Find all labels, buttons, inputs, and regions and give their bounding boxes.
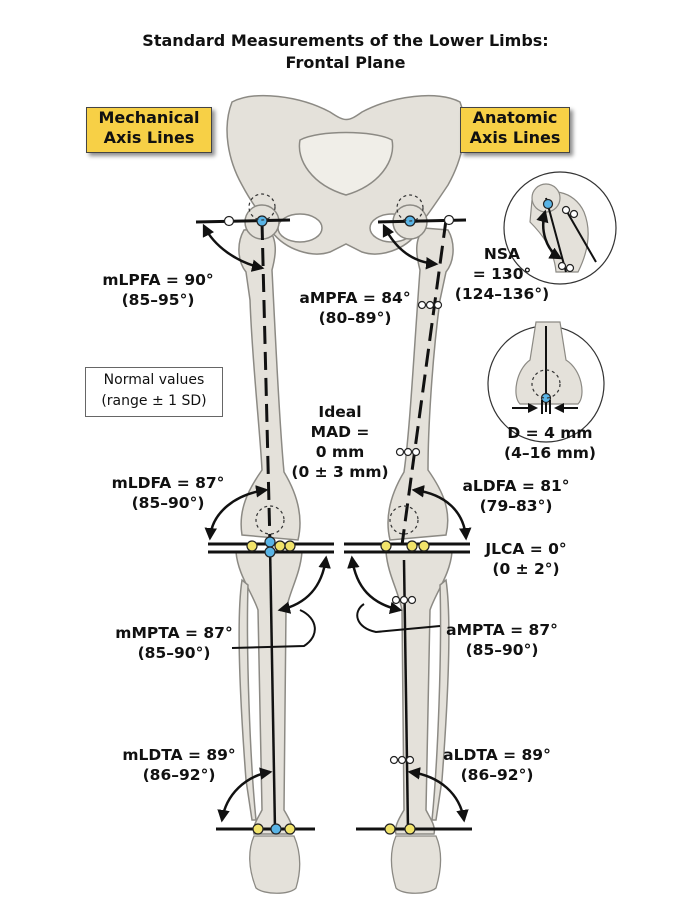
label-mmpta: mMPTA = 87° (85–90°) xyxy=(115,624,233,662)
mechanical-axis-tag: Mechanical Axis Lines xyxy=(86,107,212,153)
label-distance: D = 4 mm (4–16 mm) xyxy=(504,424,596,462)
distance-marker xyxy=(512,400,578,414)
anatomic-axis-tag: Anatomic Axis Lines xyxy=(460,107,570,153)
label-nsa: NSA = 130° (124–136°) xyxy=(454,245,550,303)
label-ampta: aMPTA = 87° (85–90°) xyxy=(446,621,558,659)
normal-values-legend: Normal values (range ± 1 SD) xyxy=(85,367,223,417)
label-aldfa: aLDFA = 81° (79–83°) xyxy=(462,477,570,515)
foot-bones xyxy=(249,835,442,894)
angle-arcs xyxy=(202,209,563,823)
dashed-circles xyxy=(248,193,561,535)
label-mldta: mLDTA = 89° (86–92°) xyxy=(122,746,236,784)
label-ampfa: aMPFA = 84° (80–89°) xyxy=(299,289,411,327)
figure-title-line1: Standard Measurements of the Lower Limbs… xyxy=(142,31,549,50)
femur-bones xyxy=(238,204,454,541)
label-mlpfa: mLPFA = 90° (85–95°) xyxy=(102,271,214,309)
landmark-points xyxy=(223,198,579,835)
label-jlca: JLCA = 0° (0 ± 2°) xyxy=(485,540,567,578)
label-mad: Ideal MAD = 0 mm (0 ± 3 mm) xyxy=(291,403,389,481)
figure-title-line2: Frontal Plane xyxy=(285,53,406,72)
label-mldfa: mLDFA = 87° (85–90°) xyxy=(111,474,225,512)
tibia-bones xyxy=(235,551,453,835)
label-aldta: aLDTA = 89° (86–92°) xyxy=(443,746,551,784)
